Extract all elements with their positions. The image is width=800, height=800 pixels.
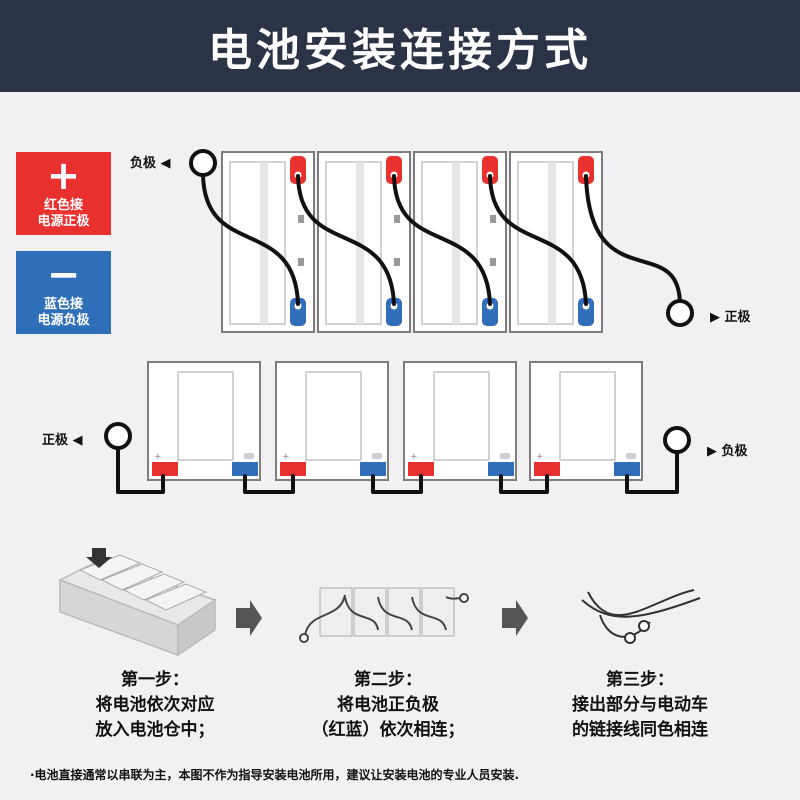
bottom-positive-ring — [104, 422, 132, 450]
bottom-right-terminal-label: ▶ 负极 — [707, 444, 748, 459]
bottom-terminals: + + + + — [152, 452, 640, 476]
top-positive-terminals — [290, 156, 594, 184]
bottom-row-wires — [116, 445, 679, 494]
bottom-negative-ring — [663, 426, 691, 454]
step-1: 第一步： 将电池依次对应 放入电池仓中； — [50, 668, 260, 743]
page-title: 电池安装连接方式 — [208, 25, 592, 76]
top-negative-ring — [189, 149, 217, 177]
svg-text:+: + — [154, 452, 162, 462]
step-1-line2: 放入电池仓中； — [95, 720, 215, 740]
footnote: ·电池直接通常以串联为主，本图不作为指导安装电池所用，建议让安装电池的专业人员安… — [30, 768, 520, 782]
step-3: 第三步： 接出部分与电动车 的链接线同色相连 — [535, 668, 745, 743]
legend-negative-line2: 电源负极 — [37, 313, 90, 328]
legend-positive: + 红色接 电源正极 — [16, 152, 111, 235]
step-2-line1: 将电池正负极 — [337, 695, 439, 715]
legend-negative: − 蓝色接 电源负极 — [16, 251, 111, 334]
arrow-icon-1 — [236, 600, 262, 636]
top-negative-terminals — [290, 298, 594, 326]
minus-icon: − — [46, 252, 81, 298]
legend-positive-line1: 红色接 — [43, 198, 83, 213]
header-banner: 电池安装连接方式 — [0, 0, 800, 92]
step1-illustration — [58, 548, 217, 657]
step-2-line2: （红蓝）依次相连； — [311, 720, 465, 740]
plus-icon: + — [46, 153, 81, 199]
legend-positive-line2: 电源正极 — [37, 214, 90, 229]
step2-illustration — [299, 587, 469, 643]
step-1-title: 第一步： — [121, 670, 189, 690]
svg-text:+: + — [536, 452, 544, 462]
step-2: 第二步： 将电池正负极 （红蓝）依次相连； — [283, 668, 493, 743]
svg-text:+: + — [410, 452, 418, 462]
step-2-title: 第二步： — [354, 670, 422, 690]
arrow-icon-2 — [502, 600, 528, 636]
bottom-left-terminal-label: 正极 ◀ — [42, 433, 83, 448]
step3-illustration — [581, 589, 701, 644]
bottom-batteries — [147, 361, 643, 481]
step-3-title: 第三步： — [606, 670, 674, 690]
top-row-wires — [201, 173, 682, 307]
step-3-line1: 接出部分与电动车 — [572, 695, 708, 715]
top-positive-ring — [666, 299, 694, 327]
step-3-line2: 的链接线同色相连 — [572, 720, 708, 740]
top-left-terminal-label: 负极 ◀ — [130, 156, 171, 171]
step-1-line1: 将电池依次对应 — [95, 695, 215, 715]
top-right-terminal-label: ▶ 正极 — [710, 310, 751, 325]
svg-text:+: + — [282, 452, 290, 462]
legend-negative-line1: 蓝色接 — [43, 297, 83, 312]
